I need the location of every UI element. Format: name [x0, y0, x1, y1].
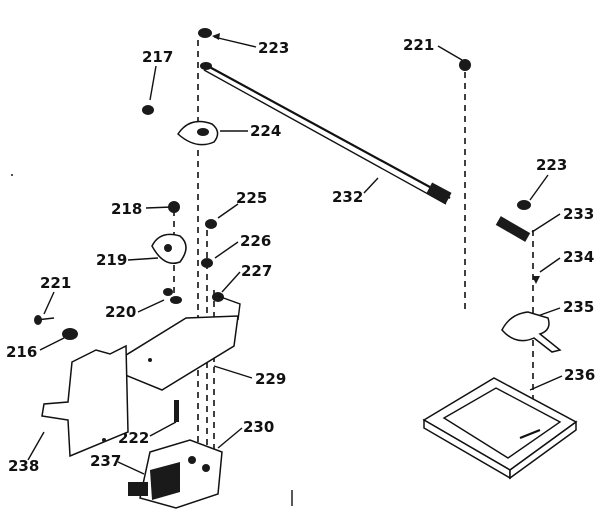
label-226: 226 — [240, 232, 271, 250]
leader-219 — [127, 257, 159, 261]
label-233: 233 — [563, 205, 594, 223]
hardware-parts — [34, 28, 540, 422]
label-220: 220 — [105, 303, 136, 321]
leader-236 — [529, 375, 563, 391]
tray-236-top — [422, 377, 578, 471]
callout-labels: 223 217 224 221 232 223 218 225 233 219 … — [6, 36, 595, 475]
leader-227 — [221, 271, 241, 293]
brackets — [151, 120, 562, 353]
leader-230 — [217, 427, 243, 449]
rod-end-right — [426, 182, 452, 204]
label-229: 229 — [255, 370, 286, 388]
leader-233 — [531, 213, 561, 233]
label-216: 216 — [6, 343, 37, 361]
dot-mark — [11, 174, 13, 176]
leader-217 — [149, 65, 157, 101]
part-223-right — [517, 200, 531, 210]
part-222 — [174, 400, 179, 422]
leader-229 — [213, 365, 253, 379]
leader-223-right — [529, 174, 549, 201]
leader-225 — [217, 203, 239, 219]
panel-238 — [41, 344, 129, 458]
rod-232 — [200, 62, 452, 205]
block-230-hole-b — [202, 464, 210, 472]
label-224: 224 — [250, 122, 281, 140]
part-233 — [495, 216, 531, 242]
leader-216 — [39, 337, 65, 351]
leader-237 — [117, 461, 145, 475]
leader-lines — [27, 33, 563, 475]
leader-220 — [137, 299, 165, 313]
tray-236-side — [509, 420, 577, 480]
block-230-hole-a — [188, 456, 196, 464]
label-237: 237 — [90, 452, 121, 470]
label-234: 234 — [563, 248, 594, 266]
rod-edge — [203, 69, 447, 205]
leader-234 — [539, 257, 561, 273]
label-235: 235 — [563, 298, 594, 316]
tray-236-inner — [442, 387, 562, 459]
leader-222 — [149, 421, 177, 437]
part-218 — [168, 201, 180, 213]
leader-238 — [27, 431, 45, 461]
part-225 — [205, 219, 217, 229]
label-225: 225 — [236, 189, 267, 207]
label-217: 217 — [142, 48, 173, 66]
bracket-224-hole — [197, 128, 209, 136]
tray-236-slot — [519, 428, 541, 440]
block-230-shade — [150, 462, 180, 500]
part-226 — [201, 258, 213, 268]
label-236: 236 — [564, 366, 595, 384]
part-234 — [532, 276, 540, 284]
rod-end-left — [200, 62, 212, 70]
plate-229-hole — [148, 358, 152, 362]
label-230: 230 — [243, 418, 274, 436]
leader-232 — [363, 177, 379, 194]
block-230 — [128, 439, 223, 509]
panel-238-body — [41, 344, 129, 458]
part-221-right — [459, 59, 471, 71]
label-218: 218 — [111, 200, 142, 218]
part-220-a — [163, 288, 173, 296]
label-223-top: 223 — [258, 39, 289, 57]
label-238: 238 — [8, 457, 39, 475]
label-221-left: 221 — [40, 274, 71, 292]
label-221-right: 221 — [403, 36, 434, 54]
label-232: 232 — [332, 188, 363, 206]
leader-221-left — [43, 291, 55, 315]
part-227 — [212, 292, 224, 302]
part-223-top — [198, 28, 212, 38]
leader-218 — [145, 206, 173, 209]
plate-229-tab — [217, 295, 241, 321]
arrowhead — [212, 33, 220, 40]
leader-223-top — [213, 36, 257, 48]
panel-238-hole — [102, 438, 106, 442]
tray-236 — [422, 377, 578, 480]
label-223-right: 223 — [536, 156, 567, 174]
bracket-235 — [501, 311, 562, 353]
part-217 — [142, 105, 154, 115]
leader-221-right — [437, 45, 463, 61]
rod-body — [203, 63, 451, 199]
part-216 — [62, 328, 78, 340]
block-237 — [128, 482, 148, 496]
part-221-left — [34, 315, 42, 325]
part-220-b — [170, 296, 182, 304]
plate-229-body — [117, 315, 239, 391]
label-227: 227 — [241, 262, 272, 280]
leader-226 — [214, 241, 239, 259]
bracket-219-hole — [164, 244, 172, 252]
label-219: 219 — [96, 251, 127, 269]
